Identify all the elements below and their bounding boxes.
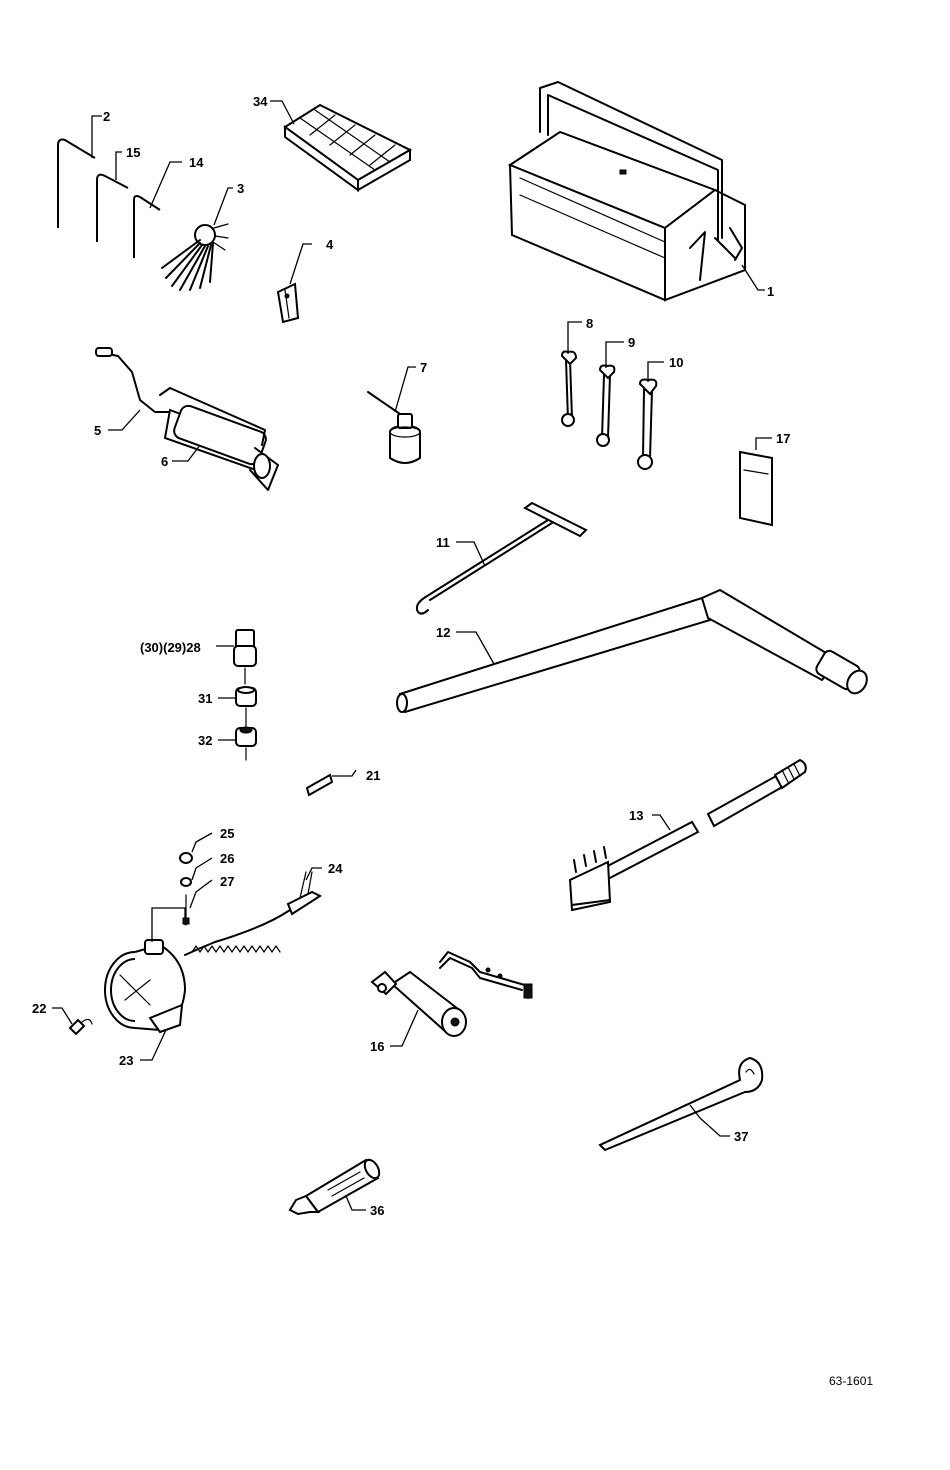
small-key-illustration (307, 775, 332, 795)
puller-tool-illustration (570, 760, 806, 910)
booklet-illustration (740, 452, 772, 525)
oil-can-illustration (368, 392, 420, 463)
callout-24: 24 (328, 861, 343, 876)
callout-2: 2 (103, 109, 110, 124)
callout-25: 25 (220, 826, 234, 841)
callout-11: 11 (436, 535, 450, 550)
callout-12: 12 (436, 625, 450, 640)
callout-37: 37 (734, 1129, 748, 1144)
sockets-illustration (234, 630, 256, 760)
callout-5: 5 (94, 423, 101, 438)
callout-8: 8 (586, 316, 593, 331)
callout-26: 26 (220, 851, 234, 866)
spanners-illustration (562, 352, 656, 470)
callout-9: 9 (628, 335, 635, 350)
callout-15: 15 (126, 145, 140, 160)
callout-1: 1 (767, 284, 774, 299)
callout-6: 6 (161, 454, 168, 469)
callout-23: 23 (119, 1053, 133, 1068)
callout-34: 34 (253, 94, 268, 109)
grease-cartridge-illustration (372, 972, 466, 1036)
wheel-brace-illustration (397, 590, 871, 712)
t-handle-hook-illustration (417, 503, 586, 614)
callout-4: 4 (326, 237, 334, 252)
callout-28-29-30: (30)(29)28 (140, 640, 201, 655)
bracket-clip-illustration (440, 952, 532, 998)
callout-7: 7 (420, 360, 427, 375)
callout-17: 17 (776, 431, 790, 446)
callout-3: 3 (237, 181, 244, 196)
grease-tube-illustration (290, 1157, 382, 1214)
callout-13: 13 (629, 808, 643, 823)
inspection-lamp-illustration (70, 853, 320, 1034)
callout-21: 21 (366, 768, 380, 783)
grease-gun-illustration (96, 348, 278, 490)
callout-31: 31 (198, 691, 212, 706)
bracket-tool-illustration (278, 284, 298, 322)
callout-10: 10 (669, 355, 683, 370)
allen-key-set-illustration (162, 224, 228, 290)
parts-tray-illustration (285, 105, 410, 190)
toolbox-illustration (510, 82, 745, 300)
allen-keys-illustration (58, 140, 160, 258)
callout-16: 16 (370, 1039, 384, 1054)
callout-32: 32 (198, 733, 212, 748)
callout-36: 36 (370, 1203, 384, 1218)
callout-14: 14 (189, 155, 204, 170)
callout-27: 27 (220, 874, 234, 889)
figure-reference: 63-1601 (829, 1374, 873, 1388)
callout-22: 22 (32, 1001, 46, 1016)
